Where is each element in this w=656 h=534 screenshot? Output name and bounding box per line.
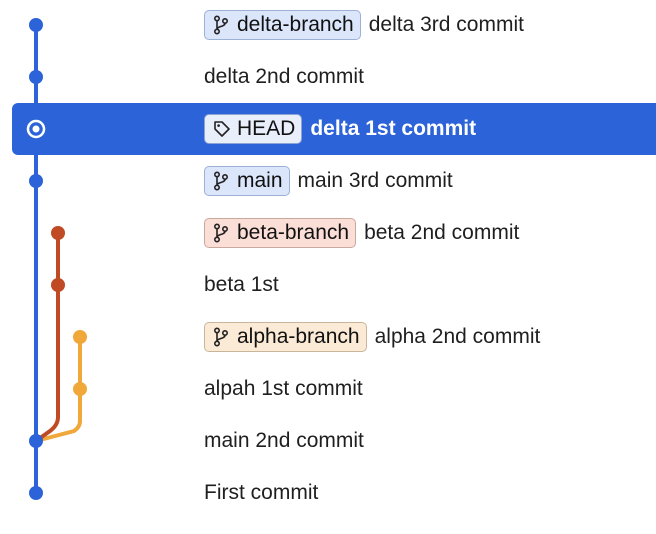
- commit-message: beta 2nd commit: [364, 221, 520, 244]
- commit-message: delta 1st commit: [310, 117, 477, 140]
- branch-icon: [213, 15, 231, 35]
- branch-badge[interactable]: alpha-branch: [204, 322, 367, 352]
- tag-badge[interactable]: HEAD: [204, 114, 303, 144]
- commit-row[interactable]: alpah 1st commit: [12, 363, 656, 415]
- branch-icon: [213, 327, 231, 347]
- branch-label: beta-branch: [237, 221, 350, 244]
- commit-message: delta 2nd commit: [204, 65, 364, 88]
- commit-row[interactable]: beta-branch beta 2nd commit: [12, 207, 656, 259]
- commit-message: beta 1st: [204, 273, 279, 296]
- commit-message: main 3rd commit: [297, 169, 453, 192]
- commit-message: alpah 1st commit: [204, 377, 363, 400]
- branch-label: delta-branch: [237, 13, 354, 36]
- branch-label: main: [237, 169, 283, 192]
- commit-row-selected[interactable]: HEAD delta 1st commit: [12, 103, 656, 155]
- commit-row[interactable]: delta 2nd commit: [12, 51, 656, 103]
- commit-row[interactable]: beta 1st: [12, 259, 656, 311]
- tag-icon: [213, 119, 231, 139]
- branch-badge[interactable]: main: [204, 166, 290, 196]
- commit-row[interactable]: First commit: [12, 467, 656, 519]
- branch-label: alpha-branch: [237, 325, 360, 348]
- tag-label: HEAD: [237, 117, 296, 140]
- branch-badge[interactable]: delta-branch: [204, 10, 361, 40]
- commit-row[interactable]: delta-branch delta 3rd commit: [12, 0, 656, 51]
- commit-message: main 2nd commit: [204, 429, 364, 452]
- branch-badge[interactable]: beta-branch: [204, 218, 357, 248]
- commit-message: First commit: [204, 481, 319, 504]
- commit-row[interactable]: main 2nd commit: [12, 415, 656, 467]
- commit-message: alpha 2nd commit: [374, 325, 541, 348]
- branch-icon: [213, 171, 231, 191]
- commit-message: delta 3rd commit: [368, 13, 524, 36]
- branch-icon: [213, 223, 231, 243]
- commit-row[interactable]: alpha-branch alpha 2nd commit: [12, 311, 656, 363]
- commit-row[interactable]: main main 3rd commit: [12, 155, 656, 207]
